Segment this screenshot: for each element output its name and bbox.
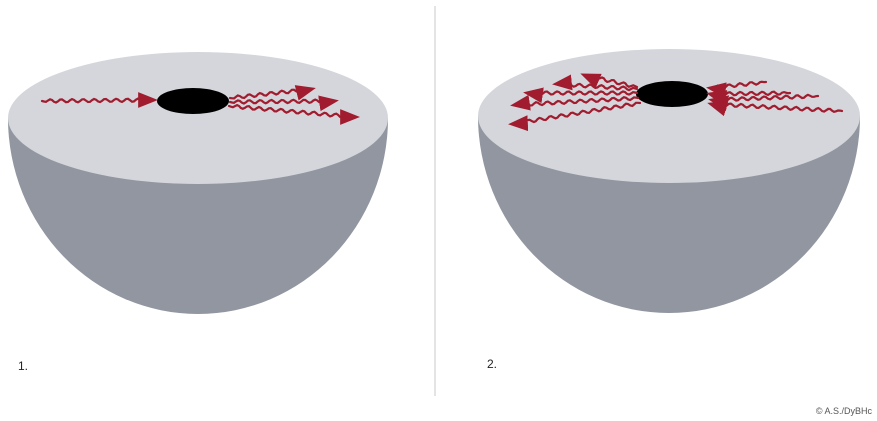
waves-1	[40, 85, 360, 125]
panel-2: 2.	[478, 49, 860, 371]
panel-1: 1.	[8, 52, 388, 373]
credit-text: © A.S./DyBHc	[816, 406, 873, 416]
panel-label-1: 1.	[18, 359, 28, 373]
wave-incoming	[40, 92, 158, 108]
wave-incoming	[707, 100, 844, 117]
waves-2	[508, 73, 844, 132]
core-2	[636, 81, 708, 107]
wave-incoming	[706, 90, 792, 106]
panel-label-2: 2.	[487, 357, 497, 371]
wave-outgoing	[508, 101, 642, 132]
hemisphere-top-2	[478, 49, 860, 183]
wave-outgoing	[228, 85, 316, 101]
wave-incoming	[708, 93, 820, 111]
wave-outgoing	[228, 95, 339, 112]
wave-outgoing	[227, 103, 360, 125]
core-1	[157, 88, 229, 114]
wave-outgoing	[580, 73, 639, 89]
hemisphere-top-1	[8, 52, 388, 184]
wave-outgoing	[552, 74, 639, 92]
wave-outgoing	[523, 87, 639, 104]
wave-incoming	[706, 80, 768, 99]
wave-outgoing	[510, 94, 640, 111]
